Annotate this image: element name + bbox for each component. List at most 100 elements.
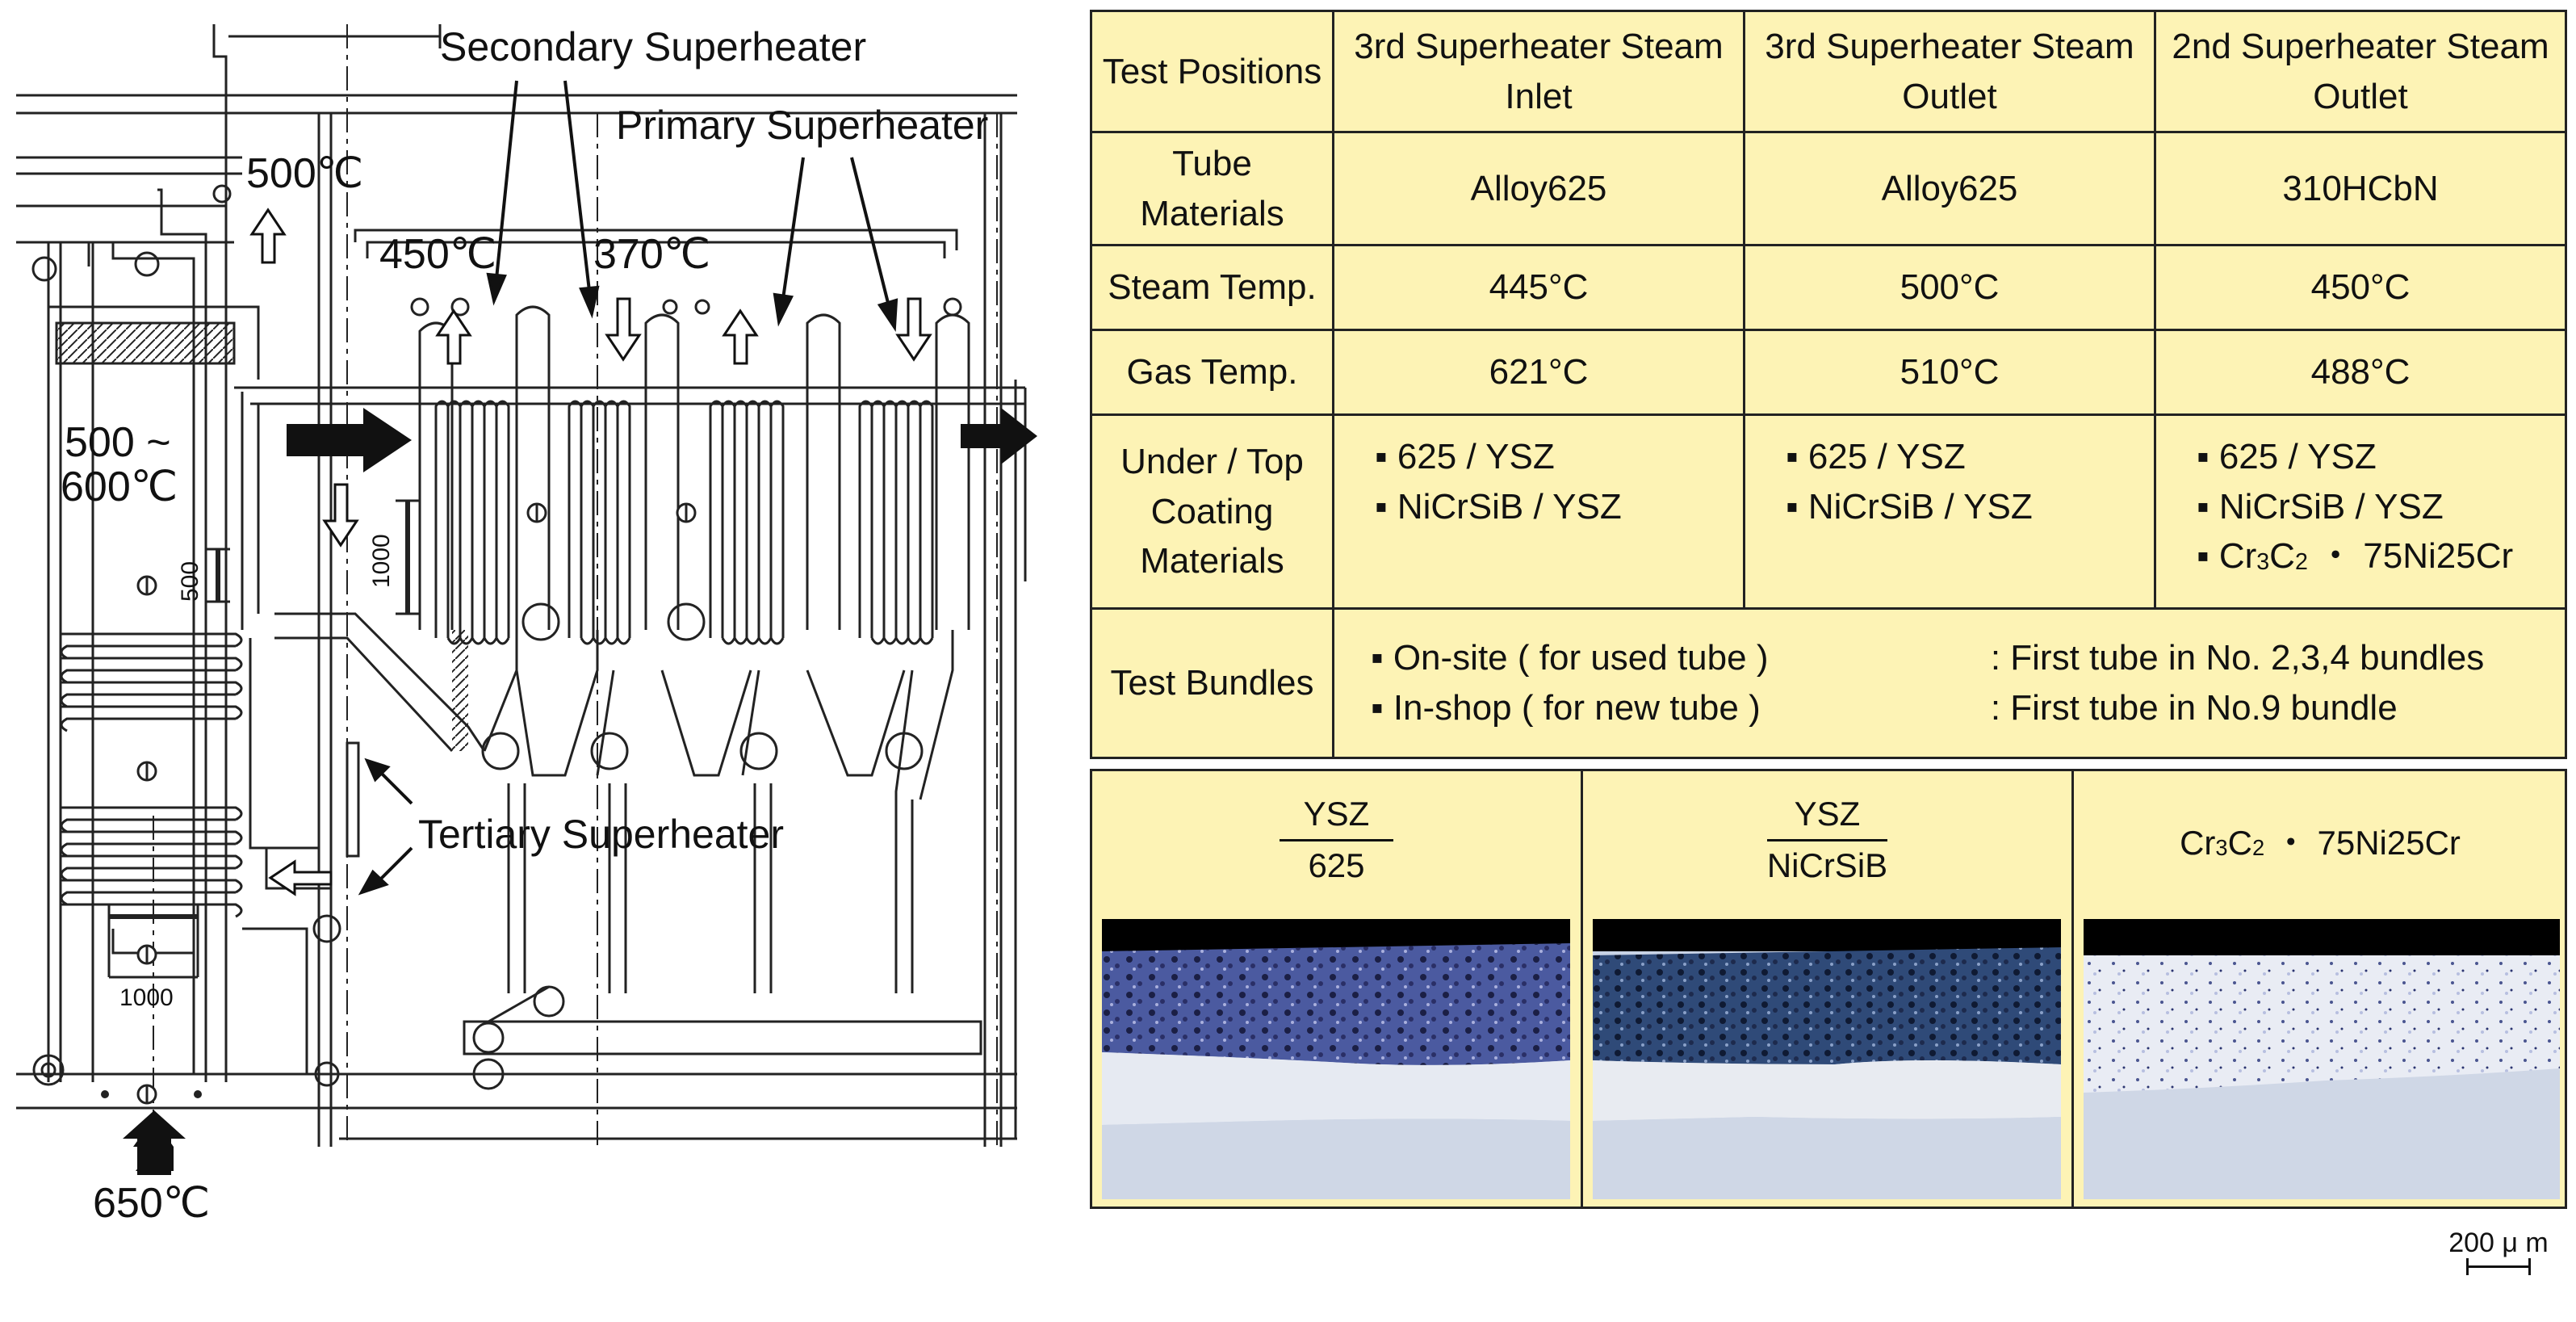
cell-gas-temp: 510°C <box>1743 329 2156 416</box>
superheater-tube-loop <box>858 400 873 638</box>
test-conditions-table: Test Positions 3rd Superheater Steam Inl… <box>1090 10 2567 759</box>
cell-steam-temp: 450°C <box>2154 244 2567 331</box>
superheater-tube-bend <box>882 637 898 645</box>
superheater-tube-loop <box>580 400 595 638</box>
scale-bar-label: 200 μ m <box>2448 1228 2549 1258</box>
superheater-outer-loop <box>515 305 551 630</box>
superheater-tube-bend <box>446 637 462 645</box>
superheater-tube-bend <box>745 637 760 645</box>
superheater-tube-bend <box>592 637 607 645</box>
economizer-tube-loop <box>61 657 243 672</box>
economizer-tube-loop <box>61 806 243 821</box>
superheater-tube-loop <box>471 400 486 638</box>
economizer-tube-loop <box>61 854 243 870</box>
label-temp-500: 500℃ <box>246 150 363 197</box>
economizer-tube-loop <box>61 632 243 648</box>
superheater-tube-loop <box>882 400 898 638</box>
economizer-tube-loop <box>61 705 243 720</box>
table-header-row: Test Positions 3rd Superheater Steam Inl… <box>1090 10 2567 133</box>
row-label-gas-temp: Gas Temp. <box>1090 329 1334 416</box>
header-test-positions: Test Positions <box>1090 10 1334 133</box>
table-row-gas-temp: Gas Temp. 621°C 510°C 488°C <box>1090 329 2567 416</box>
label-temp-500-600-line2: 600℃ <box>61 464 178 510</box>
economizer-tube-loop <box>60 717 236 732</box>
superheater-tube-bend <box>580 637 595 645</box>
superheater-tube-bend <box>471 637 486 645</box>
panel-divider <box>1581 771 1583 1207</box>
label-tertiary-superheater: Tertiary Superheater <box>418 812 784 857</box>
cell-gas-temp: 488°C <box>2154 329 2567 416</box>
pointer-arrows <box>358 80 898 896</box>
economizer-tube-loop <box>60 644 236 660</box>
coating-item: 625 / YSZ <box>1807 437 1966 476</box>
row-label-steam-temp: Steam Temp. <box>1090 244 1334 331</box>
label-temp-450: 450℃ <box>379 231 496 278</box>
row-label-coating: Under / Top Coating Materials <box>1090 413 1334 610</box>
superheater-tube-loop <box>616 400 631 638</box>
steam-flow-arrows <box>249 208 932 896</box>
label-temp-650: 650℃ <box>93 1180 210 1227</box>
superheater-tube-loop <box>604 400 619 638</box>
superheater-tube-bend <box>757 637 773 645</box>
dimension-1000-vertical: 1000 <box>368 534 395 588</box>
economizer-tube-loop <box>60 842 236 858</box>
section-markers <box>136 502 697 1105</box>
panel-divider <box>2071 771 2074 1207</box>
micrograph-image-ysz-nicrsib <box>1593 919 2061 1199</box>
economizer-tube-loop <box>60 669 236 684</box>
cell-bundles: ▪ On-site ( for used tube ): First tube … <box>1332 607 2567 759</box>
economizer-tube-loop <box>61 903 243 918</box>
cell-steam-temp: 500°C <box>1743 244 2156 331</box>
superheater-tube-loop <box>434 400 450 638</box>
superheater-tube-bend <box>733 637 748 645</box>
dimension-1000-horizontal: 1000 <box>119 984 174 1011</box>
label-temp-500-600-line1: 500 ~ <box>65 419 171 466</box>
table-row-bundles: Test Bundles ▪ On-site ( for used tube )… <box>1090 607 2567 759</box>
micrograph-label-cr3c2: Cr3C2 ・ 75Ni25Cr <box>2180 823 2461 862</box>
superheater-tube-loop <box>459 400 474 638</box>
cell-gas-temp: 621°C <box>1332 329 1745 416</box>
gas-flow-arrows <box>123 408 1037 1175</box>
economizer-tube-loop <box>60 891 236 906</box>
superheater-tube-loop <box>495 400 510 638</box>
dimension-500-vertical: 500 <box>177 561 203 602</box>
table-row-steam-temp: Steam Temp. 445°C 500°C 450°C <box>1090 244 2567 331</box>
label-primary-superheater: Primary Superheater <box>616 103 988 148</box>
cell-tube-material: Alloy625 <box>1332 131 1745 246</box>
cell-coating-col2: ▪ 625 / YSZ ▪ NiCrSiB / YSZ <box>1743 413 2156 610</box>
label-temp-370: 370℃ <box>593 231 710 278</box>
coating-item: 625 / YSZ <box>1397 437 1555 476</box>
label-secondary-superheater: Secondary Superheater <box>440 24 866 69</box>
economizer-tube-loop <box>61 879 243 894</box>
superheater-tube-loop <box>721 400 736 638</box>
superheater-tube-bend <box>919 637 934 645</box>
superheater-tube-loop <box>769 400 785 638</box>
coating-item-cr3c2: Cr3C2 ・ 75Ni25Cr <box>2218 536 2514 577</box>
superheater-tube-loop <box>919 400 934 638</box>
superheater-tube-loop <box>483 400 498 638</box>
economizer-tube-loop <box>61 830 243 846</box>
superheater-tube-loop <box>709 400 724 638</box>
cell-coating-col1: ▪ 625 / YSZ ▪ NiCrSiB / YSZ <box>1332 413 1745 610</box>
superheater-tube-bend <box>604 637 619 645</box>
superheater-tube-bend <box>907 637 922 645</box>
table-row-tube-materials: Tube Materials Alloy625 Alloy625 310HCbN <box>1090 131 2567 246</box>
superheater-tube-loop <box>592 400 607 638</box>
coating-item: 625 / YSZ <box>2218 437 2377 476</box>
economizer-tube-loop <box>61 681 243 696</box>
micrograph-image-ysz-625 <box>1102 919 1570 1199</box>
economizer-tube-loop <box>60 867 236 882</box>
micrograph-image-cr3c2 <box>2084 919 2560 1199</box>
cell-steam-temp: 445°C <box>1332 244 1745 331</box>
superheater-tube-loop <box>568 400 583 638</box>
superheater-tube-bend <box>616 637 631 645</box>
superheater-tube-bend <box>459 637 474 645</box>
header-2nd-outlet: 2nd Superheater Steam Outlet <box>2154 10 2567 133</box>
superheater-tube-loop <box>745 400 760 638</box>
superheater-outer-loop <box>806 313 841 630</box>
superheater-outer-loop <box>644 313 680 630</box>
coating-item: NiCrSiB / YSZ <box>1807 486 2033 527</box>
superheater-tube-bend <box>769 637 785 645</box>
